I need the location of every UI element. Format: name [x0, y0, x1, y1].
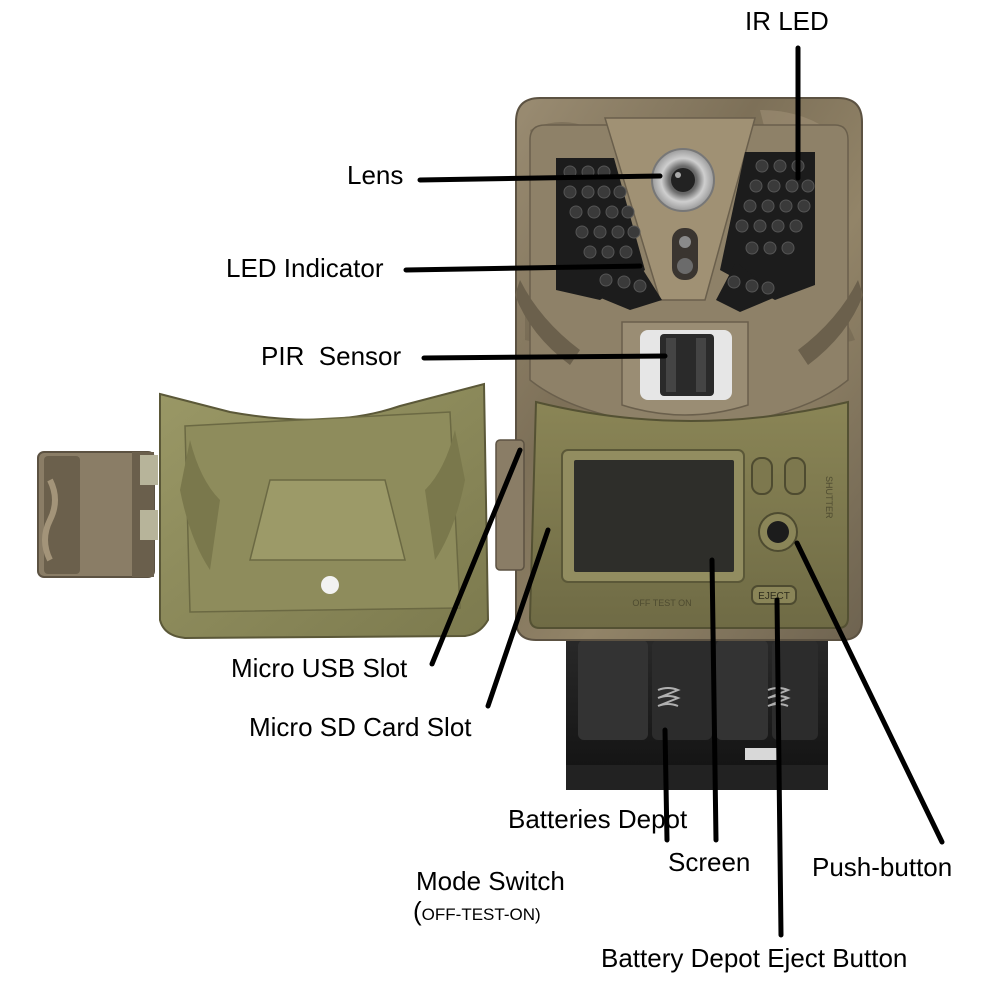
label-batteries-depot: Batteries Depot — [508, 804, 688, 834]
label-mode-switch-open-paren: ( — [413, 896, 422, 926]
ir-led-dot — [767, 179, 781, 193]
ir-led-dot — [761, 281, 775, 295]
control-panel: SHUTTER EJECT OFF TEST ON — [528, 400, 849, 629]
leader-line-micro-usb — [429, 447, 523, 667]
ir-led-dot — [773, 159, 787, 173]
ir-led-dot — [569, 205, 583, 219]
label-lens: Lens — [347, 160, 404, 190]
ir-led-dot — [755, 159, 769, 173]
leader-line-eject — [774, 597, 784, 938]
ir-led-dot — [587, 205, 601, 219]
leader-lines — [403, 45, 945, 938]
ir-led-dot — [761, 199, 775, 213]
eject-button: EJECT — [751, 585, 797, 605]
svg-text:EJECT: EJECT — [758, 591, 790, 602]
leader-line-batteries-depot — [662, 727, 670, 843]
leader-line-push-button — [794, 540, 945, 845]
led-indicator — [672, 228, 698, 280]
ir-led-dot — [763, 241, 777, 255]
leader-line-screen — [709, 557, 719, 843]
ir-led-dot — [613, 185, 627, 199]
lens — [651, 148, 715, 212]
ir-led-dot — [605, 205, 619, 219]
label-mode-switch-options-line: (OFF-TEST-ON) — [413, 898, 541, 924]
battery-tray — [566, 630, 828, 790]
label-screen: Screen — [668, 847, 751, 877]
ir-led-dot — [581, 185, 595, 199]
ir-led-dot — [563, 185, 577, 199]
ir-led-dot — [611, 225, 625, 239]
ir-led-dot — [619, 245, 633, 259]
ir-led-dot — [781, 241, 795, 255]
ir-led-dot — [743, 199, 757, 213]
ir-led-dot — [727, 275, 741, 289]
ir-led-dot — [745, 241, 759, 255]
ir-led-dot — [749, 179, 763, 193]
label-push-button: Push-button — [812, 852, 953, 882]
label-battery-depot-eject-button: Battery Depot Eject Button — [601, 943, 908, 973]
ir-led-dot — [779, 199, 793, 213]
pir-sensor — [621, 321, 749, 416]
ir-led-dot — [617, 275, 631, 289]
ir-led-dot — [597, 185, 611, 199]
ir-led-dot — [735, 219, 749, 233]
ir-led-dot — [785, 179, 799, 193]
label-mode-switch-close-paren: ) — [535, 905, 541, 924]
push-button — [758, 512, 798, 552]
ir-led-dot — [575, 225, 589, 239]
ir-led-dot — [797, 199, 811, 213]
ir-led-dot — [601, 245, 615, 259]
leader-line-led-indicator — [403, 263, 643, 273]
ir-led-dot — [771, 219, 785, 233]
ir-led-dot — [621, 205, 635, 219]
screen — [561, 449, 745, 583]
mode-switch-marking: OFF TEST ON — [632, 598, 691, 608]
ir-led-dot — [789, 219, 803, 233]
label-mode-switch: Mode Switch — [416, 866, 565, 896]
ir-led-dot — [801, 179, 815, 193]
leader-line-pir-sensor — [421, 353, 668, 361]
ir-led-dot — [745, 279, 759, 293]
label-pir-sensor: PIR Sensor — [261, 341, 402, 371]
ir-led-dot — [583, 245, 597, 259]
label-micro-usb-slot: Micro USB Slot — [231, 653, 408, 683]
ir-led-dot — [593, 225, 607, 239]
ir-led-dot — [599, 273, 613, 287]
ir-led-dot — [627, 225, 641, 239]
ir-led-dot — [753, 219, 767, 233]
shutter-marking: SHUTTER — [824, 476, 834, 519]
label-mode-switch-options: OFF-TEST-ON — [421, 905, 535, 924]
leader-line-micro-sd — [485, 527, 551, 709]
leader-line-lens — [417, 173, 663, 183]
label-led-indicator: LED Indicator — [226, 253, 384, 283]
label-micro-sd-card-slot: Micro SD Card Slot — [249, 712, 472, 742]
battery-door-open — [37, 382, 525, 640]
label-ir-led: IR LED — [745, 6, 829, 36]
ir-led-dot — [633, 279, 647, 293]
